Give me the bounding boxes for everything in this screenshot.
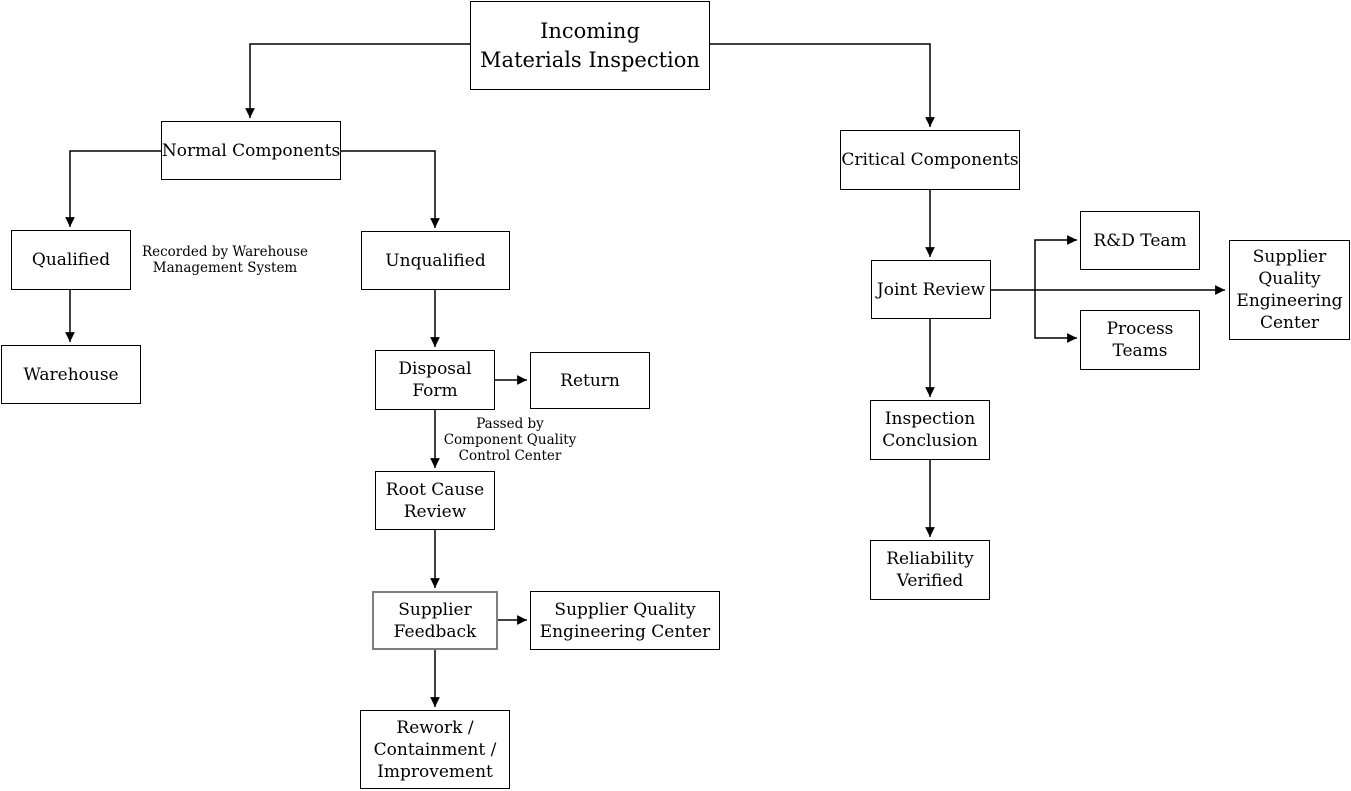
node-label: Conclusion	[882, 431, 978, 451]
node-label: Normal Components	[161, 140, 341, 161]
node-inspection-conclusion: Inspection Conclusion	[870, 400, 990, 460]
node-label: Return	[560, 370, 620, 391]
node-label: Root Cause	[385, 479, 485, 500]
connector-joint-review-to-rd-team	[1034, 235, 1077, 290]
node-label: Incoming	[540, 18, 640, 43]
node-process-teams: Process Teams	[1080, 310, 1200, 370]
node-root-cause-review: Root Cause Review	[375, 471, 495, 530]
node-label: Form	[412, 381, 458, 401]
node-supplier-quality-engineering-center-right: Supplier Quality Engineering Center	[1229, 240, 1350, 340]
node-label: Warehouse	[23, 364, 119, 385]
node-label: Critical Components	[841, 150, 1019, 170]
annotation-line: Management System	[152, 260, 298, 276]
node-incoming-materials-inspection: Incoming Materials Inspection	[470, 1, 710, 90]
node-label: Unqualified	[385, 250, 486, 271]
annotation-passed-by-cqcc: Passed by Component Quality Control Cent…	[440, 416, 580, 464]
node-label: Engineering	[1236, 291, 1343, 311]
node-label: Feedback	[393, 621, 477, 642]
connector-normal-to-qualified	[65, 150, 161, 227]
node-label: Disposal	[398, 359, 472, 379]
node-label: Process	[1106, 319, 1174, 339]
node-label: Supplier	[398, 599, 472, 620]
node-label: Rework /	[396, 717, 474, 738]
node-label: Reliability	[886, 549, 974, 569]
node-label: Materials Inspection	[480, 47, 700, 72]
node-rework-containment-improvement: Rework / Containment / Improvement	[360, 710, 510, 789]
connector-title-to-critical-components	[710, 43, 935, 127]
connector-title-to-normal-components	[245, 43, 470, 118]
node-label: Quality	[1258, 269, 1321, 289]
node-label: R&D Team	[1093, 230, 1187, 251]
node-label: Engineering Center	[539, 621, 711, 642]
annotation-line: Passed by	[476, 416, 544, 432]
node-critical-components: Critical Components	[840, 130, 1020, 190]
connector-joint-review-to-process-teams	[1034, 290, 1077, 343]
node-label: Improvement	[377, 761, 493, 782]
node-warehouse: Warehouse	[1, 345, 141, 404]
node-label: Qualified	[31, 250, 111, 270]
node-label: Supplier	[1252, 247, 1327, 267]
node-rd-team: R&D Team	[1080, 211, 1200, 270]
node-return: Return	[530, 352, 650, 409]
node-label: Teams	[1112, 341, 1168, 361]
node-disposal-form: Disposal Form	[375, 350, 495, 410]
node-qualified: Qualified	[11, 230, 131, 290]
node-label: Inspection	[884, 409, 976, 429]
node-label: Verified	[896, 571, 964, 591]
node-label: Joint Review	[876, 279, 986, 300]
node-reliability-verified: Reliability Verified	[870, 540, 990, 600]
annotation-recorded-by-warehouse: Recorded by Warehouse Management System	[139, 244, 311, 276]
node-label: Review	[403, 501, 467, 522]
node-joint-review: Joint Review	[871, 260, 991, 319]
node-supplier-quality-engineering-center-left: Supplier Quality Engineering Center	[530, 591, 720, 650]
connector-normal-to-unqualified	[341, 150, 440, 228]
node-unqualified: Unqualified	[361, 231, 510, 290]
node-supplier-feedback: Supplier Feedback	[372, 591, 498, 650]
node-label: Supplier Quality	[554, 599, 696, 620]
node-label: Containment /	[373, 739, 497, 760]
annotation-line: Recorded by Warehouse	[141, 244, 309, 260]
node-normal-components: Normal Components	[161, 121, 341, 180]
annotation-line: Component Quality	[443, 432, 577, 448]
node-label: Center	[1259, 313, 1320, 333]
annotation-line: Control Center	[458, 448, 562, 464]
